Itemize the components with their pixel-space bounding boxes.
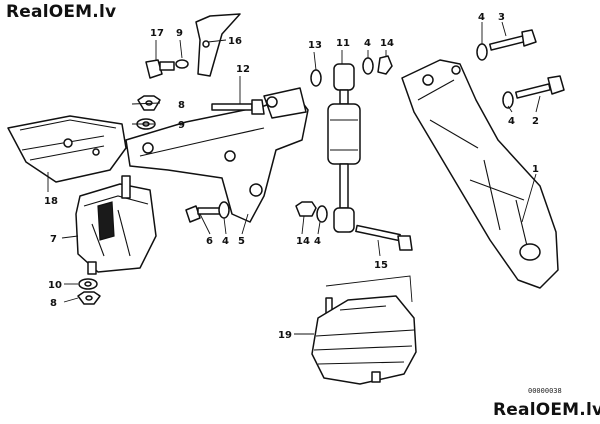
callout-4-shock-bottom: 4 [314,236,321,247]
callout-12: 12 [236,64,250,75]
callout-10: 10 [48,280,62,291]
shock-top-washers [310,55,393,87]
callout-8-upper: 8 [178,100,185,111]
mounting-plate [7,115,127,183]
engine-support-arm [125,87,309,223]
callout-7: 7 [50,234,57,245]
watermark-bottom: RealOEM.lv [493,400,600,420]
hydraulic-engine-mount [311,295,417,385]
callout-2: 2 [532,116,539,127]
callout-6: 6 [206,236,213,247]
callout-4-bolt6: 4 [222,236,229,247]
callout-4-bolt3: 4 [478,12,485,23]
watermark-top: RealOEM.lv [6,2,117,22]
heat-shield-bracket [195,13,241,77]
callout-17: 17 [150,28,164,39]
bolt-6 [185,201,230,223]
callout-15: 15 [374,260,388,271]
bolt-15 [355,224,413,251]
rubber-mount-left [75,175,157,275]
bolt-2 [502,75,565,109]
callout-13: 13 [308,40,322,51]
callout-3: 3 [498,12,505,23]
callout-11: 11 [336,38,350,49]
callout-14-shock-bottom: 14 [296,236,310,247]
callout-19: 19 [278,330,292,341]
bolt-3 [476,29,537,61]
bolt-12 [211,99,265,115]
shock-bottom-nut [295,201,328,223]
callout-1: 1 [532,164,539,175]
shock-absorber [327,63,361,233]
callout-18: 18 [44,196,58,207]
callout-8-lower: 8 [50,298,57,309]
callout-16: 16 [228,36,242,47]
callout-9-lower: 9 [178,120,185,131]
washer-and-nut-lower [77,278,101,305]
callout-9-upper: 9 [176,28,183,39]
figure-code: 00000038 [528,387,562,395]
bolt-17 [145,59,189,79]
callout-14-shock-top: 14 [380,38,394,49]
callout-5: 5 [238,236,245,247]
callout-4-bolt2: 4 [508,116,515,127]
leader-lines [47,21,541,335]
engine-bracket-large [401,59,559,289]
callout-4-shock-top: 4 [364,38,371,49]
